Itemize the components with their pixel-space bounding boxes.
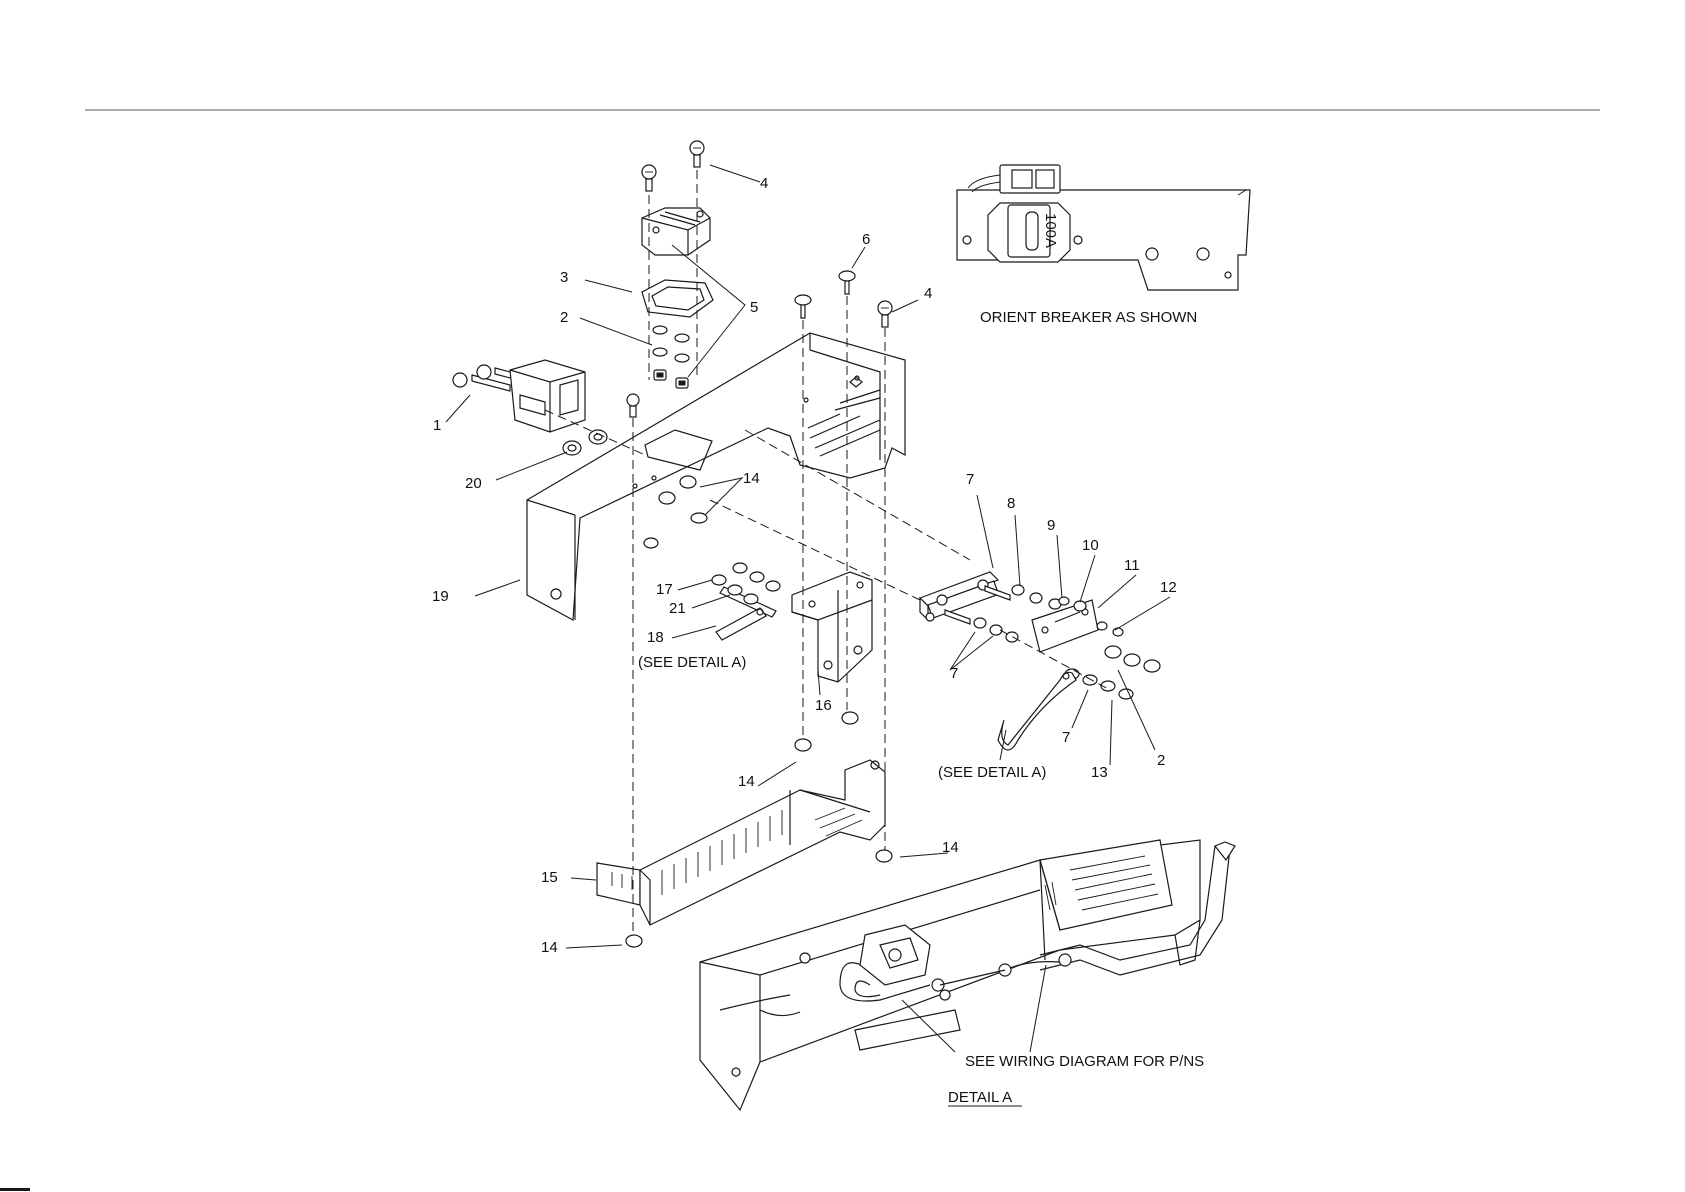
callout-10: 10 [1082,537,1099,554]
see-detail-a-left: (SEE DETAIL A) [638,654,746,671]
callout-14-bottom: 14 [541,939,558,956]
footer-mark [0,1188,30,1191]
detail-a-view: SEE WIRING DIAGRAM FOR P/NS DETAIL A [700,840,1235,1110]
see-detail-a-right: (SEE DETAIL A) [938,764,1046,781]
callout-21: 21 [669,600,686,617]
callout-20: 20 [465,475,482,492]
connector-assembly [453,360,607,455]
breaker-rating-label: 100A [1042,213,1059,248]
callout-5: 5 [750,299,758,316]
callout-8: 8 [1007,495,1015,512]
wiring-diagram-note: SEE WIRING DIAGRAM FOR P/NS [965,1053,1204,1070]
callout-18: 18 [647,629,664,646]
bottom-bracket [597,739,892,947]
callout-12: 12 [1160,579,1177,596]
callout-4-right: 4 [924,285,932,302]
callout-2-right: 2 [1157,752,1165,769]
callout-14-upper: 14 [743,470,760,487]
callout-15: 15 [541,869,558,886]
callout-1: 1 [433,417,441,434]
callout-2-left: 2 [560,309,568,326]
callout-16: 16 [815,697,832,714]
breaker-assembly [642,141,713,388]
orient-breaker-note: ORIENT BREAKER AS SHOWN [980,309,1197,326]
callout-17: 17 [656,581,673,598]
callout-3: 3 [560,269,568,286]
callout-7-low: 7 [1062,729,1070,746]
callout-11: 11 [1124,557,1140,574]
callout-4-top: 4 [760,175,768,192]
callout-6: 6 [862,231,870,248]
callout-7-mid: 7 [950,665,958,682]
callout-14-right: 14 [942,839,959,856]
callout-13: 13 [1091,764,1108,781]
callout-7-top: 7 [966,471,974,488]
callout-9: 9 [1047,517,1055,534]
solenoid-assembly [712,563,872,724]
detail-a-title: DETAIL A [948,1089,1012,1106]
callout-19: 19 [432,588,449,605]
callout-14-mid: 14 [738,773,755,790]
breaker-orientation-inset: 100A ORIENT BREAKER AS SHOWN [957,165,1250,326]
